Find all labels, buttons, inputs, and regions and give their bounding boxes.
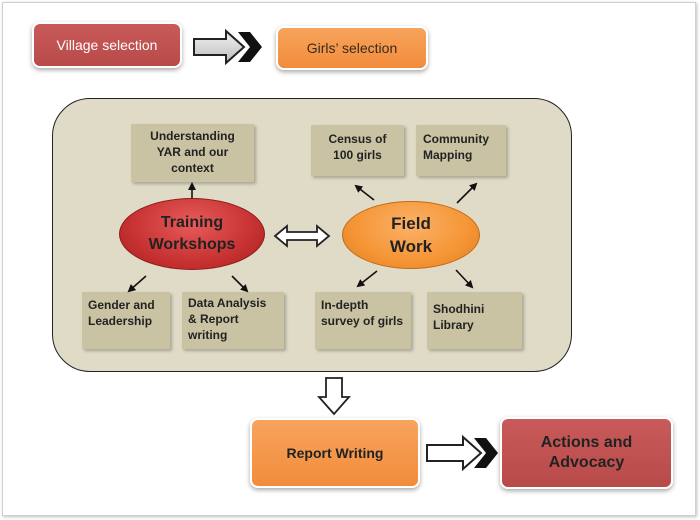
- understanding-line-2: YAR and our: [156, 145, 229, 159]
- data-analysis-box: Data Analysis & Report writing: [182, 292, 284, 349]
- chevron-arrow-icon: [426, 434, 498, 472]
- actions-line-1: Actions and: [540, 434, 633, 451]
- understanding-box: Understanding YAR and our context: [131, 124, 254, 182]
- indepth-line-1: In-depth: [321, 298, 369, 312]
- girls-selection-box: Girls’ selection: [276, 26, 428, 70]
- connector-arrow: [127, 275, 147, 293]
- actions-line-2: Advocacy: [548, 454, 625, 471]
- village-selection-label: Village selection: [56, 37, 158, 53]
- understanding-line-1: Understanding: [150, 129, 235, 143]
- shodhini-line-1: Shodhini: [433, 302, 485, 316]
- field-line-1: Field: [391, 214, 431, 233]
- report-writing-label: Report Writing: [286, 445, 384, 461]
- community-mapping-box: Community Mapping: [416, 125, 506, 176]
- actions-advocacy-box: Actions and Advocacy: [500, 417, 673, 489]
- connector-arrow: [356, 270, 378, 288]
- connector-arrow: [456, 182, 478, 204]
- connector-arrow: [455, 269, 474, 289]
- double-arrow-icon: [273, 224, 331, 248]
- village-selection-box: Village selection: [32, 22, 182, 68]
- shodhini-line-2: Library: [433, 318, 474, 332]
- understanding-line-3: context: [171, 161, 214, 175]
- chevron-arrow-icon: [193, 28, 262, 66]
- community-line-2: Mapping: [423, 148, 473, 162]
- shodhini-library-box: Shodhini Library: [427, 292, 522, 349]
- gender-line-2: Leadership: [88, 314, 153, 328]
- connector-arrow: [354, 184, 375, 201]
- census-line-2: 100 girls: [333, 148, 382, 162]
- census-line-1: Census of: [328, 132, 387, 146]
- gender-leadership-box: Gender and Leadership: [82, 292, 170, 349]
- down-arrow-icon: [317, 377, 351, 416]
- community-line-1: Community: [423, 132, 489, 146]
- report-writing-box: Report Writing: [250, 418, 420, 488]
- indepth-survey-box: In-depth survey of girls: [315, 292, 411, 349]
- girls-selection-label: Girls’ selection: [306, 40, 398, 56]
- field-line-2: Work: [389, 237, 433, 256]
- gender-line-1: Gender and: [88, 298, 155, 312]
- field-work-ellipse: Field Work: [342, 201, 480, 269]
- training-line-1: Training: [160, 214, 224, 231]
- data-line-2: & Report: [188, 312, 239, 326]
- data-line-3: writing: [188, 328, 228, 342]
- data-line-1: Data Analysis: [188, 296, 267, 310]
- indepth-line-2: survey of girls: [321, 314, 404, 328]
- training-workshops-ellipse: Training Workshops: [119, 198, 265, 270]
- census-box: Census of 100 girls: [311, 125, 404, 176]
- training-line-2: Workshops: [148, 236, 236, 253]
- connector-arrow: [231, 275, 249, 293]
